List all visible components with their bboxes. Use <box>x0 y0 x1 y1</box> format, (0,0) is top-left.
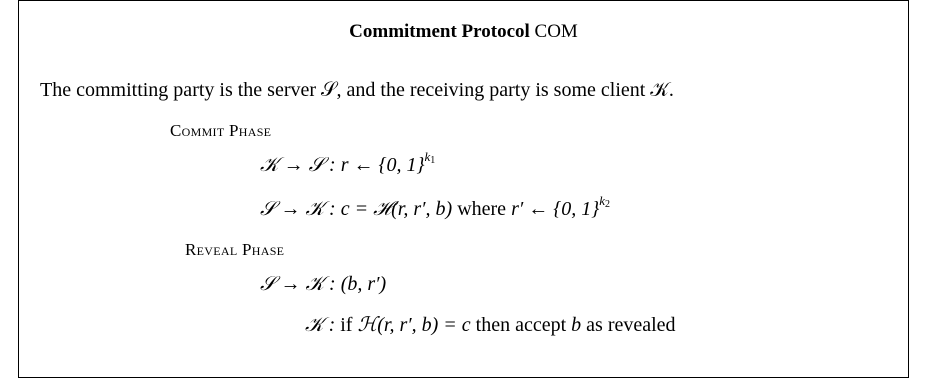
commit-step-2-exp: k <box>599 193 605 209</box>
reveal-step-2-tail: as revealed <box>581 314 676 336</box>
protocol-intro: The committing party is the server 𝒮, an… <box>40 79 674 101</box>
commit-step-2-where: where <box>452 198 512 220</box>
reveal-step-1: 𝒮 → 𝒦 : (b, r′) <box>260 271 386 297</box>
commit-step-1-expr: r ← {0, 1} <box>340 154 425 176</box>
commit-step-1: 𝒦 → 𝒮 : r ← {0, 1}k1 <box>260 149 436 178</box>
reveal-phase-label: Reveal Phase <box>185 240 285 259</box>
commit-step-2-lhs: 𝒮 → 𝒦 : <box>260 198 341 220</box>
reveal-step-2-expr: ℋ(r, r′, b) = c <box>357 314 471 336</box>
protocol-box: Commitment Protocol COM The committing p… <box>18 0 909 378</box>
commit-step-1-exp-sub: 1 <box>430 155 436 167</box>
protocol-title-text: Commitment Protocol <box>349 21 530 42</box>
reveal-step-2-if: if <box>340 314 358 336</box>
commit-step-1-exp: k <box>424 149 431 165</box>
reveal-step-2: 𝒦 : if ℋ(r, r′, b) = c then accept b as … <box>305 312 676 338</box>
reveal-step-2-b: b <box>571 314 582 336</box>
commit-step-2-expr2: r′ ← {0, 1} <box>511 198 600 220</box>
protocol-name: COM <box>534 21 578 42</box>
reveal-step-2-then: then accept <box>470 314 572 336</box>
reveal-step-1-lhs: 𝒮 → 𝒦 : <box>260 273 341 295</box>
commit-step-2-exp-sub: 2 <box>605 199 610 211</box>
commit-step-2-expr: c = ℋ(r, r′, b) <box>340 198 453 220</box>
commit-phase-label: Commit Phase <box>170 121 272 140</box>
protocol-title: Commitment Protocol COM <box>19 20 908 44</box>
reveal-step-1-expr: (b, r′) <box>340 273 387 295</box>
reveal-step-2-lhs: 𝒦 : <box>305 314 341 336</box>
commit-step-2: 𝒮 → 𝒦 : c = ℋ(r, r′, b) where r′ ← {0, 1… <box>260 193 610 222</box>
commit-step-1-lhs: 𝒦 → 𝒮 : <box>260 154 341 176</box>
